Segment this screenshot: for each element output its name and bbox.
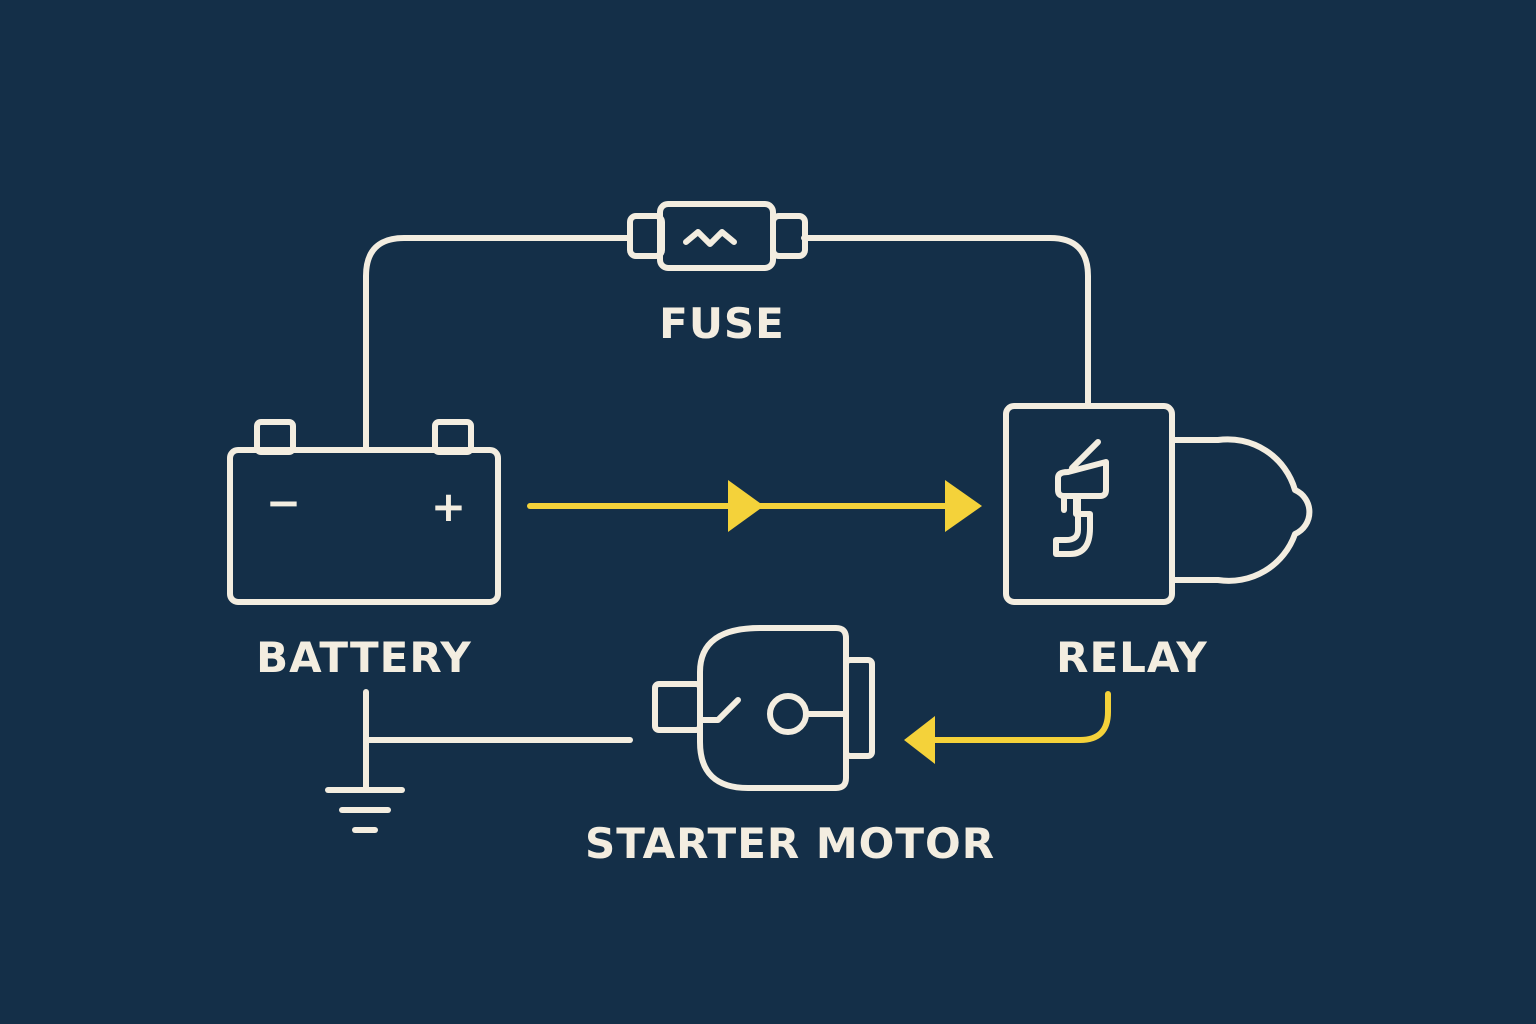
battery-icon [227,419,501,605]
fuse-icon [627,201,808,271]
battery-label: BATTERY [256,633,472,682]
flow-arrowhead [728,480,764,532]
ground-icon [325,689,405,833]
current-flow-arrow-to-relay [527,480,982,532]
wire-fuse-to-relay [801,235,1091,409]
flow-arrowhead [945,480,982,532]
current-flow-arrow-to-starter [904,691,1111,764]
relay-label: RELAY [1056,633,1208,682]
battery-positive-symbol: + [431,482,467,531]
battery-negative-symbol: − [266,478,302,527]
flow-arrowhead [904,716,935,764]
wire-battery-to-fuse [363,235,633,451]
relay-icon [1003,403,1313,605]
fuse-label: FUSE [659,299,785,348]
starter-motor-icon [652,625,875,791]
starter-motor-label: STARTER MOTOR [585,819,995,868]
